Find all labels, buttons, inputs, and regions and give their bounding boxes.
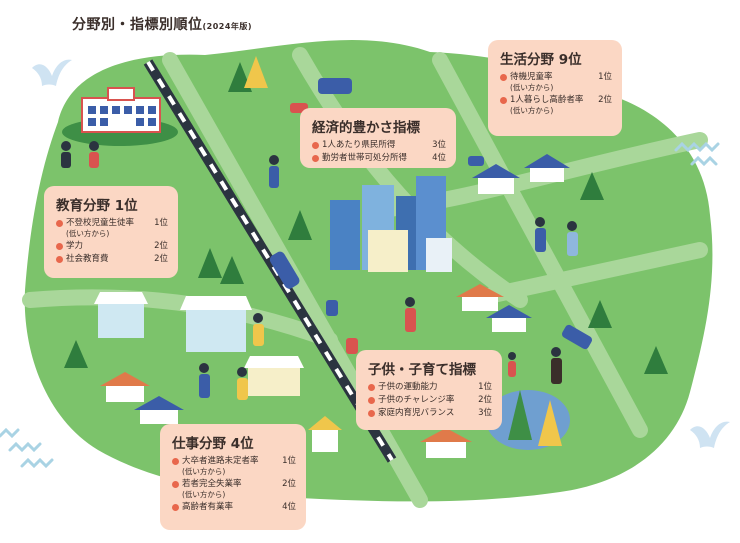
bullet-icon [172,458,179,465]
item-note: (低い方から) [182,467,226,476]
bullet-icon [500,97,507,104]
card-education: 教育分野 1位 不登校児童生徒率(低い方から) 1位 学力 2位 社会教育費 2位 [44,186,178,278]
item-label: 勤労者世帯可処分所得 [322,153,408,163]
item-note: (低い方から) [182,490,226,499]
item-label: 1人あたり県民所得 [322,140,396,150]
card-title: 生活分野 9位 [500,52,582,68]
item-rank: 4位 [282,502,296,512]
seagull-icon [32,59,730,448]
item-note: (低い方から) [66,229,110,238]
list-item: 子供のチャレンジ率 2位 [368,395,492,406]
item-label: 高齢者有業率 [182,502,234,512]
item-label: 若者完全失業率 [182,479,242,489]
list-item: 大卒者進路未定者率(低い方から) 1位 [172,456,296,477]
item-rank: 3位 [432,140,446,150]
bullet-icon [368,397,375,404]
card-title: 子供・子育て指標 [368,362,476,378]
school-icon [62,87,178,146]
item-label: 子供のチャレンジ率 [378,395,455,405]
item-rank: 2位 [282,479,296,489]
page-title-main: 分野別・指標別順位 [72,17,203,33]
bullet-icon [500,74,507,81]
bullet-icon [56,243,63,250]
car-icon [290,103,484,354]
bullet-icon [368,410,375,417]
tree-icon [64,56,668,446]
list-item: 高齢者有業率 4位 [172,502,296,513]
bullet-icon [172,504,179,511]
bullet-icon [56,256,63,263]
card-title: 仕事分野 4位 [172,436,254,452]
card-title: 経済的豊かさ指標 [312,120,420,136]
item-note: (低い方から) [510,83,554,92]
item-label: 学力 [66,241,84,251]
item-rank: 4位 [432,153,446,163]
railway [143,59,397,463]
list-item: 待機児童率(低い方から) 1位 [500,72,612,93]
building-icon [330,176,452,272]
card-economy: 経済的豊かさ指標 1人あたり県民所得 3位 勤労者世帯可処分所得 4位 [300,108,456,168]
list-item: 勤労者世帯可処分所得 4位 [312,153,446,164]
list-item: 1人暮らし高齢者率(低い方から) 2位 [500,95,612,116]
page-title-edition: (2024年版) [202,22,253,31]
item-rank: 3位 [478,408,492,418]
card-childcare: 子供・子育て指標 子供の運動能力 1位 子供のチャレンジ率 2位 家庭内育児バランス… [356,350,502,430]
list-item: 学力 2位 [56,241,168,252]
page-title: 分野別・指標別順位(2024年版) [72,14,252,34]
market-stall-icon [94,292,304,396]
item-rank: 1位 [478,382,492,392]
item-label: 1人暮らし高齢者率 [510,95,584,105]
list-item: 不登校児童生徒率(低い方から) 1位 [56,218,168,239]
item-rank: 2位 [478,395,492,405]
person-icon [61,141,578,400]
item-rank: 2位 [154,241,168,251]
list-item: 家庭内育児バランス 3位 [368,408,492,419]
item-rank: 1位 [282,456,296,466]
item-rank: 2位 [598,95,612,105]
list-item: 1人あたり県民所得 3位 [312,140,446,151]
bus-icon [318,78,593,350]
item-label: 不登校児童生徒率 [66,218,135,228]
item-note: (低い方から) [510,106,554,115]
item-label: 待機児童率 [510,72,553,82]
card-life: 生活分野 9位 待機児童率(低い方から)1位 1人暮らし高齢者率(低い方から)2… [488,40,622,136]
bullet-icon [312,142,319,149]
item-label: 子供の運動能力 [378,382,438,392]
item-label: 大卒者進路未定者率 [182,456,259,466]
item-rank: 1位 [598,72,612,82]
bullet-icon [368,384,375,391]
house-icon [100,154,570,458]
item-rank: 1位 [154,218,168,228]
card-title: 教育分野 1位 [56,198,138,214]
list-item: 社会教育費 2位 [56,254,168,265]
list-item: 子供の運動能力 1位 [368,382,492,393]
item-label: 社会教育費 [66,254,109,264]
item-rank: 2位 [154,254,168,264]
bullet-icon [312,155,319,162]
bullet-icon [56,220,63,227]
list-item: 若者完全失業率(低い方から) 2位 [172,479,296,500]
card-work: 仕事分野 4位 大卒者進路未定者率(低い方から)1位 若者完全失業率(低い方から… [160,424,306,530]
item-label: 家庭内育児バランス [378,408,455,418]
wave-icon [0,141,720,469]
bullet-icon [172,481,179,488]
train-icon [269,251,300,289]
